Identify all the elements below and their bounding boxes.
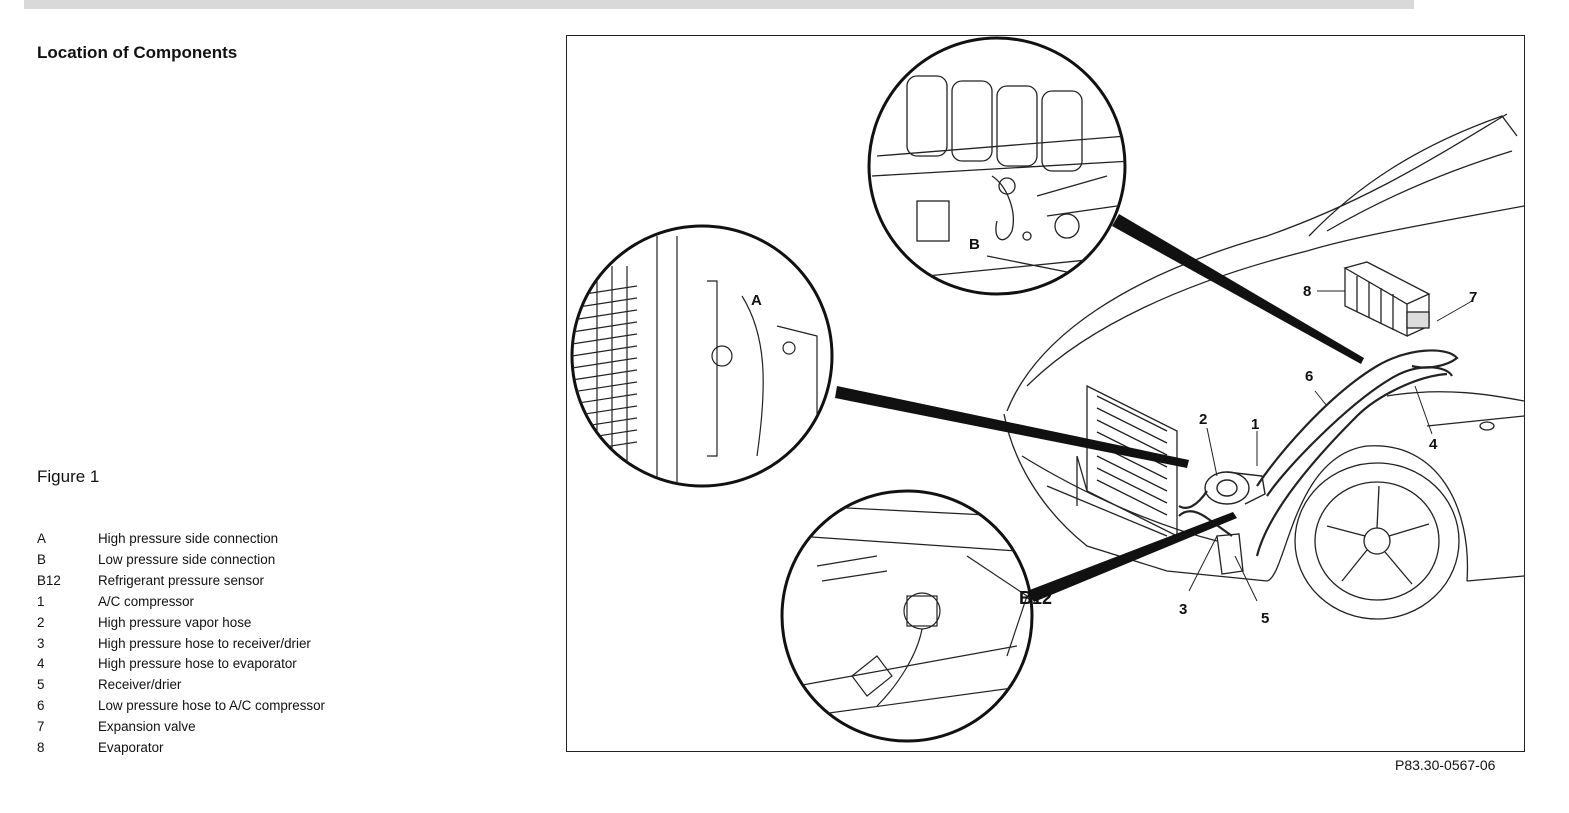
legend-text: High pressure hose to receiver/drier bbox=[98, 635, 311, 651]
legend-item: 3 High pressure hose to receiver/drier bbox=[37, 634, 325, 655]
figure-id: P83.30-0567-06 bbox=[1395, 757, 1496, 773]
callout-6: 6 bbox=[1305, 368, 1313, 385]
legend-key: 2 bbox=[37, 614, 45, 630]
callout-3: 3 bbox=[1179, 601, 1187, 618]
detail-connectors bbox=[835, 214, 1364, 602]
callout-a: A bbox=[751, 292, 762, 309]
legend-item: 6 Low pressure hose to A/C compressor bbox=[37, 696, 325, 717]
receiver-drier-illustration bbox=[1216, 533, 1244, 575]
legend-key: 3 bbox=[37, 635, 45, 651]
callout-leaders bbox=[1188, 290, 1473, 602]
legend-text: Low pressure hose to A/C compressor bbox=[98, 698, 325, 714]
legend-text: Expansion valve bbox=[98, 719, 196, 735]
legend-text: High pressure hose to evaporator bbox=[98, 656, 297, 672]
legend-list: A High pressure side connection B Low pres… bbox=[37, 529, 325, 759]
legend-text: Evaporator bbox=[98, 740, 164, 756]
legend-key: 8 bbox=[37, 740, 45, 756]
legend-item: 7 Expansion valve bbox=[37, 717, 325, 738]
legend-key: 1 bbox=[37, 593, 45, 609]
legend-item: 4 High pressure hose to evaporator bbox=[37, 654, 325, 675]
legend-key: 6 bbox=[37, 698, 45, 714]
evaporator-illustration bbox=[1343, 261, 1431, 338]
legend-item: B12 Refrigerant pressure sensor bbox=[37, 571, 325, 592]
legend-text: A/C compressor bbox=[98, 593, 194, 609]
compressor-illustration bbox=[1204, 471, 1266, 505]
page-title: Location of Components bbox=[37, 43, 238, 62]
legend-key: A bbox=[37, 531, 46, 546]
diagram-svg: B A bbox=[570, 36, 1524, 743]
legend-key: B12 bbox=[37, 572, 61, 588]
callout-b12: B12 bbox=[1019, 588, 1052, 608]
legend-text: Refrigerant pressure sensor bbox=[98, 572, 264, 588]
detail-circle-b12: B12 bbox=[780, 489, 1052, 743]
callout-b: B bbox=[969, 236, 980, 253]
legend-text: Receiver/drier bbox=[98, 677, 182, 693]
callout-5: 5 bbox=[1261, 610, 1269, 627]
figure-label: Figure 1 bbox=[37, 467, 100, 486]
callout-7: 7 bbox=[1469, 289, 1477, 306]
legend-text: High pressure vapor hose bbox=[98, 614, 252, 630]
legend-item: 1 A/C compressor bbox=[37, 592, 325, 613]
legend-key: 5 bbox=[37, 677, 45, 693]
legend-item: 5 Receiver/drier bbox=[37, 675, 325, 696]
callout-1: 1 bbox=[1251, 416, 1259, 433]
component-diagram: B A bbox=[566, 35, 1525, 752]
legend-item: A High pressure side connection bbox=[37, 529, 325, 550]
callout-4: 4 bbox=[1429, 436, 1438, 453]
legend-item: 8 Evaporator bbox=[37, 738, 325, 759]
hoses-illustration bbox=[1178, 349, 1459, 557]
legend-key: B bbox=[37, 551, 46, 567]
callout-2: 2 bbox=[1199, 411, 1207, 428]
legend-key: 7 bbox=[37, 719, 45, 735]
top-bar bbox=[24, 0, 1414, 9]
detail-circle-b: B bbox=[867, 36, 1127, 296]
legend-text: High pressure side connection bbox=[98, 531, 279, 546]
legend-item: 2 High pressure vapor hose bbox=[37, 613, 325, 634]
legend-key: 4 bbox=[37, 656, 45, 672]
detail-circle-a: A bbox=[570, 224, 834, 488]
legend-item: B Low pressure side connection bbox=[37, 550, 325, 571]
wheel-illustration bbox=[1294, 462, 1460, 620]
legend-text: Low pressure side connection bbox=[98, 551, 276, 567]
callout-8: 8 bbox=[1303, 283, 1311, 300]
